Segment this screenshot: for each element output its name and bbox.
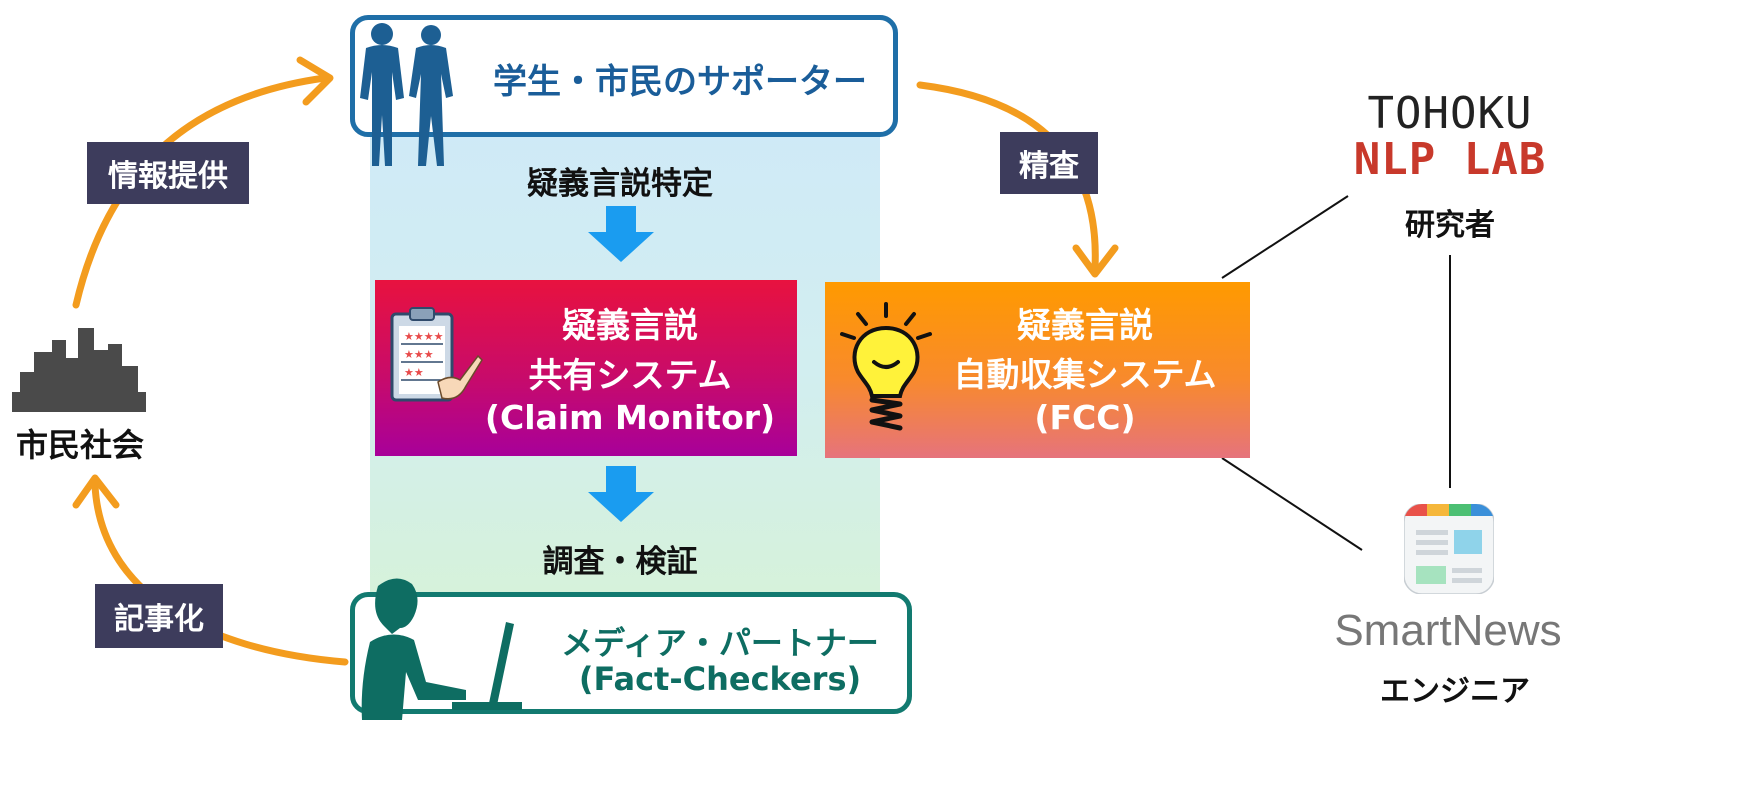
smartnews-logo-text: SmartNews xyxy=(1334,606,1562,655)
smartnews-connection-line xyxy=(1221,457,1363,551)
supporters-title: 学生・市民のサポーター xyxy=(493,62,867,102)
review-label: 精査 xyxy=(1000,132,1098,194)
info-flow-arrowhead xyxy=(296,56,334,106)
info-provision-label: 情報提供 xyxy=(87,142,249,204)
lab-connection-line xyxy=(1221,195,1349,279)
claim-monitor-line3: (Claim Monitor) xyxy=(484,398,776,437)
investigate-label: 調査・検証 xyxy=(542,544,698,580)
tohoku-logo-line2: NLP LAB xyxy=(1353,134,1547,185)
down-arrow-investigate xyxy=(588,466,654,522)
media-partner-line1: メディア・パートナー xyxy=(561,624,879,662)
svg-text:★★: ★★ xyxy=(404,366,424,379)
researcher-label: 研究者 xyxy=(1405,208,1495,243)
city-skyline-icon xyxy=(12,328,146,412)
clipboard-rating-icon: ★★★★★★★★★ xyxy=(390,307,483,402)
media-partner-box xyxy=(350,592,912,714)
engineer-label: エンジニア xyxy=(1380,674,1530,709)
claim-monitor-line1: 疑義言説 xyxy=(562,306,698,346)
fcc-line1: 疑義言説 xyxy=(1017,306,1153,346)
lightbulb-icon xyxy=(840,302,932,431)
media-partner-line2: (Fact-Checkers) xyxy=(578,660,862,698)
svg-text:★★★★: ★★★★ xyxy=(404,330,444,343)
people-silhouette-icon xyxy=(360,23,453,166)
article-flow-arrowhead xyxy=(72,474,120,509)
identify-label: 疑義言説特定 xyxy=(527,166,713,202)
down-arrow-identify xyxy=(588,206,654,262)
civil-society-label: 市民社会 xyxy=(15,426,144,464)
laptop-worker-icon xyxy=(361,578,522,720)
svg-text:★★★: ★★★ xyxy=(404,348,434,361)
tohoku-logo-line1: TOHOKU xyxy=(1367,88,1533,139)
fcc-line3: (FCC) xyxy=(1034,398,1136,437)
article-label: 記事化 xyxy=(95,584,223,648)
smartnews-app-icon xyxy=(1404,504,1494,594)
fcc-line2: 自動収集システム xyxy=(953,355,1217,394)
review-flow-arrowhead xyxy=(1072,244,1119,278)
claim-monitor-line2: 共有システム xyxy=(528,356,732,396)
